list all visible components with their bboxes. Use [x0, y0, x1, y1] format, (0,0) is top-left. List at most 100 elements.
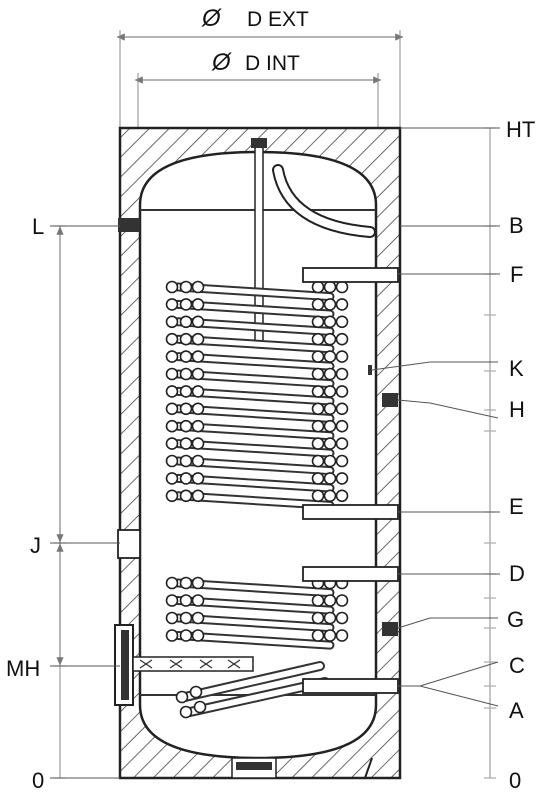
coil-tube-end	[191, 315, 205, 329]
coil-tube-end	[335, 332, 349, 346]
label-l: L	[32, 214, 44, 239]
outer-diameter-symbol: Ø	[201, 5, 222, 32]
coil-tube-end	[323, 298, 337, 311]
coil-tube-end	[311, 437, 325, 450]
label-h: H	[509, 397, 525, 422]
coil-tube-end	[335, 437, 349, 450]
coil-tube-end	[335, 385, 349, 398]
coil-tube-end	[323, 437, 337, 450]
leader-line	[419, 661, 499, 687]
label-g: G	[507, 607, 524, 632]
coil-tube-end	[165, 402, 179, 416]
coil-tube-end	[179, 367, 193, 381]
coil-tube-end	[179, 402, 193, 416]
left-height-scale	[50, 225, 120, 779]
coil-tube-end	[179, 489, 193, 503]
coil-tube-end	[179, 315, 193, 329]
label-ht: HT	[506, 117, 535, 142]
coil-tube-end	[335, 472, 349, 485]
coil-tube-end	[311, 629, 325, 642]
label-j: J	[30, 533, 41, 558]
coil-tube-end	[165, 298, 179, 311]
coil-tube-end	[311, 402, 325, 416]
coil-tube-end	[191, 385, 205, 398]
coil-tube-end	[311, 472, 325, 485]
label-zero-right: 0	[509, 768, 521, 793]
coil-tube-end	[335, 298, 349, 311]
nozzle-d	[302, 566, 399, 582]
coil-tube-end	[179, 611, 193, 625]
coil-tube-end	[165, 280, 179, 294]
sensor-k	[368, 365, 372, 375]
upper-heat-exchanger-coil	[165, 280, 349, 510]
coil-tube-end	[191, 594, 205, 607]
coil-tube-end	[165, 611, 179, 625]
coil-tube-end	[175, 690, 189, 704]
manhole-flange	[114, 624, 254, 706]
label-k: K	[509, 356, 524, 381]
outer-diameter-dimension: Ø D EXT	[116, 5, 404, 128]
coil-tube-end	[323, 315, 337, 329]
label-zero-left: 0	[32, 768, 44, 793]
label-a: A	[509, 698, 524, 723]
coil-tube-end	[191, 576, 205, 590]
coil-tube-end	[165, 350, 179, 363]
label-c: C	[509, 653, 525, 678]
inner-diameter-label: D INT	[245, 52, 300, 75]
coil-tube-end	[323, 472, 337, 485]
coil-tube-end	[179, 576, 193, 590]
coil-tube-end	[323, 350, 337, 363]
coil-tube-end	[323, 489, 337, 503]
coil-tube-end	[311, 454, 325, 468]
coil-tube-end	[179, 385, 193, 398]
coil-tube-end	[165, 332, 179, 346]
coil-tube-end	[179, 629, 193, 642]
coil-tube-end	[191, 402, 205, 416]
coil-tube-end	[179, 419, 193, 433]
coil-tube-end	[335, 402, 349, 416]
coil-tube-end	[179, 298, 193, 311]
coil-tube-end	[179, 594, 193, 607]
outer-diameter-label: D EXT	[247, 8, 309, 31]
top-outlet-pipe	[272, 164, 376, 238]
coil-tube-end	[191, 454, 205, 468]
coil-tube-end	[335, 489, 349, 503]
coil-tube-end	[191, 419, 205, 433]
coil-tube-end	[323, 611, 337, 625]
coil-tube-end	[191, 472, 205, 485]
coil-tube-end	[323, 332, 337, 346]
nozzle-g	[382, 622, 398, 636]
coil-tube-end	[323, 280, 337, 294]
coil-tube-end	[323, 629, 337, 642]
label-d: D	[509, 561, 525, 586]
coil-tube-end	[165, 489, 179, 503]
coil-tube-end	[179, 350, 193, 363]
leader-line	[419, 685, 499, 707]
coil-tube-end	[311, 419, 325, 433]
nozzle-c	[302, 678, 399, 694]
coil-tube-end	[165, 594, 179, 607]
coil-tube-end	[311, 280, 325, 294]
coil-tube-end	[165, 315, 179, 329]
inner-diameter-dimension: Ø D INT	[134, 49, 382, 128]
coil-tube-end	[335, 315, 349, 329]
coil-tube-end	[323, 367, 337, 381]
coil-tube-end	[311, 332, 325, 346]
nozzle-j	[117, 529, 141, 559]
coil-tube-end	[191, 437, 205, 450]
coil-tube-end	[323, 594, 337, 607]
leader-line	[371, 361, 431, 371]
inner-diameter-symbol: Ø	[211, 49, 232, 76]
coil-tube-end	[311, 367, 325, 381]
leader-line	[397, 617, 431, 629]
right-labels: HT B F K H E D G C A 0	[506, 117, 535, 793]
coil-tube-end	[335, 629, 349, 642]
coil-tube-end	[165, 419, 179, 433]
coil-tube-end	[165, 367, 179, 381]
coil-tube-end	[335, 367, 349, 381]
leader-line	[429, 402, 499, 419]
coil-tube-end	[335, 419, 349, 433]
coil-tube-end	[323, 454, 337, 468]
coil-tube-end	[191, 280, 205, 294]
